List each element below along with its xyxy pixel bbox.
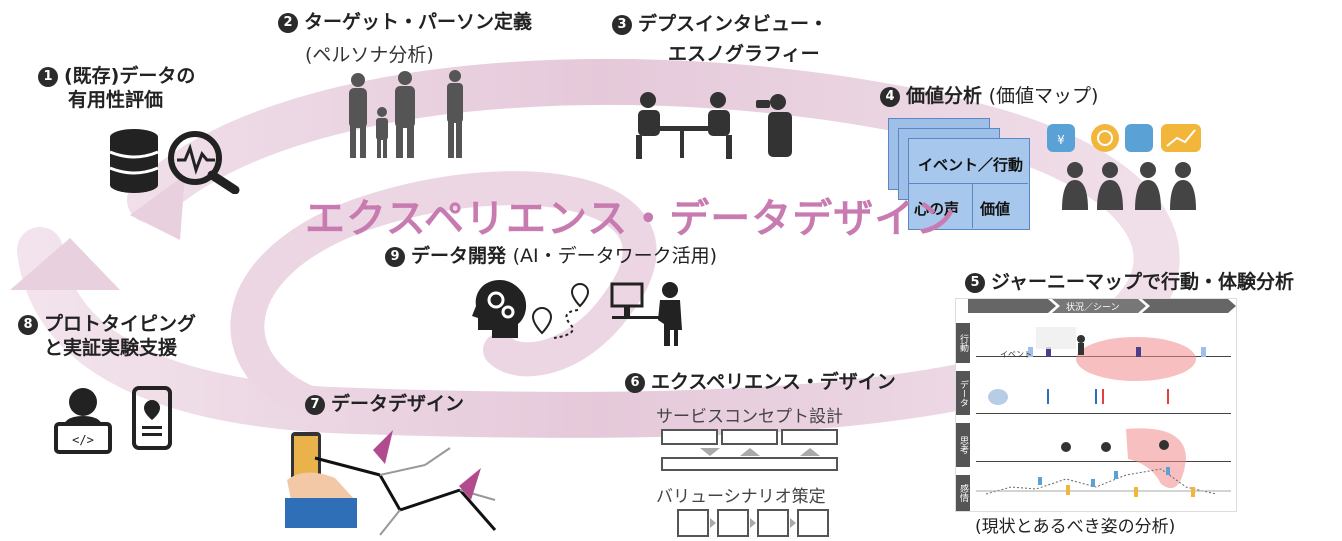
desk-worker-icon <box>610 282 682 346</box>
magnifier-analysis-icon <box>168 131 240 194</box>
value-map-card <box>908 138 1030 230</box>
step-7-label: 7 データデザイン <box>305 392 464 416</box>
value-icons-row: ¥ <box>1047 124 1201 152</box>
journey-row-action: 行動 <box>956 323 970 363</box>
journey-line-data <box>976 413 1231 414</box>
step-1-title2: 有用性評価 <box>68 89 164 111</box>
step-1-label: 1 (既存)データの 有用性評価 <box>38 64 195 112</box>
journey-row-data: データ <box>956 371 970 415</box>
step-9-title: データ開発 <box>411 245 507 267</box>
value-map-divider-v <box>972 183 973 228</box>
svg-text:</>: </> <box>72 433 94 447</box>
value-map-voice-label: 心の声 <box>914 200 960 218</box>
step-9-sub: (AI・データワーク活用) <box>512 245 718 267</box>
step-4-number: 4 <box>880 87 900 107</box>
value-map-divider-h <box>908 183 1028 184</box>
step-6-label: 6 エクスペリエンス・デザイン <box>625 370 896 394</box>
step-9-number: 9 <box>385 247 405 267</box>
journey-highlight-shapes <box>976 327 1231 497</box>
step-3-title: デプスインタビュー・ <box>638 13 829 35</box>
step-2-label: 2 ターゲット・パーソン定義 <box>278 10 532 34</box>
smartphone-location-icon <box>132 386 172 450</box>
database-icon <box>109 129 159 193</box>
family-persona-icon <box>349 70 463 158</box>
journey-caption: (現状とあるべき姿の分析) <box>975 517 1176 537</box>
step-9-label: 9 データ開発 (AI・データワーク活用) <box>385 244 717 268</box>
value-scenario-diagram <box>677 509 829 537</box>
step-2-number: 2 <box>278 13 298 33</box>
step-5-title: ジャーニーマップで行動・体験分析 <box>991 271 1295 293</box>
step-2-sub: (ペルソナ分析) <box>305 44 434 66</box>
journey-event-tag: イベント <box>1000 350 1032 359</box>
step-2-title: ターゲット・パーソン定義 <box>304 11 533 33</box>
step-4-sub: (価値マップ) <box>988 85 1099 107</box>
step-8-title2: と実証実験支援 <box>44 337 178 359</box>
developer-icon: </> <box>54 388 112 454</box>
step-6-number: 6 <box>625 373 645 393</box>
step-5-label: 5 ジャーニーマップで行動・体験分析 <box>965 270 1294 294</box>
value-map-value-label: 価値 <box>980 200 1011 218</box>
journey-map: 状況／シーン 行動 データ 思考 感情 イベント <box>955 298 1237 512</box>
step-8-number: 8 <box>18 315 38 335</box>
service-concept-diagram <box>661 429 838 471</box>
step-1-number: 1 <box>38 67 58 87</box>
step-7-title: データデザイン <box>331 393 465 415</box>
step-3-title2: エスノグラフィー <box>668 43 820 65</box>
step-6-title: エクスペリエンス・デザイン <box>651 371 896 393</box>
journey-header-arrows <box>968 299 1236 313</box>
route-pins-icon <box>531 282 590 339</box>
step-8-title: プロトタイピング <box>44 313 197 335</box>
step-4-title: 価値分析 <box>906 85 983 107</box>
step-4-label: 4 価値分析 (価値マップ) <box>880 84 1098 108</box>
journey-line-thought <box>976 461 1231 462</box>
step-5-number: 5 <box>965 273 985 293</box>
value-scenario-label: バリューシナリオ策定 <box>656 487 826 507</box>
svg-text:¥: ¥ <box>1057 133 1065 147</box>
business-people-icon <box>1062 162 1196 210</box>
ai-head-gears-icon <box>472 280 527 338</box>
main-title: エクスペリエンス・データデザイン <box>305 196 957 242</box>
step-8-label: 8 プロトタイピング と実証実験支援 <box>18 312 196 360</box>
service-concept-label: サービスコンセプト設計 <box>656 407 843 427</box>
journey-row-thought: 思考 <box>956 423 970 467</box>
data-design-network-icon <box>285 430 497 536</box>
step-3-number: 3 <box>612 15 632 35</box>
interview-icon <box>636 92 792 159</box>
journey-header-label: 状況／シーン <box>1066 303 1120 313</box>
step-3-label: 3 デプスインタビュー・ <box>612 12 828 36</box>
value-map-event-label: イベント／行動 <box>918 156 1024 174</box>
step-1-title: (既存)データの <box>64 65 196 87</box>
step-7-number: 7 <box>305 395 325 415</box>
journey-row-emotion: 感情 <box>956 475 970 511</box>
